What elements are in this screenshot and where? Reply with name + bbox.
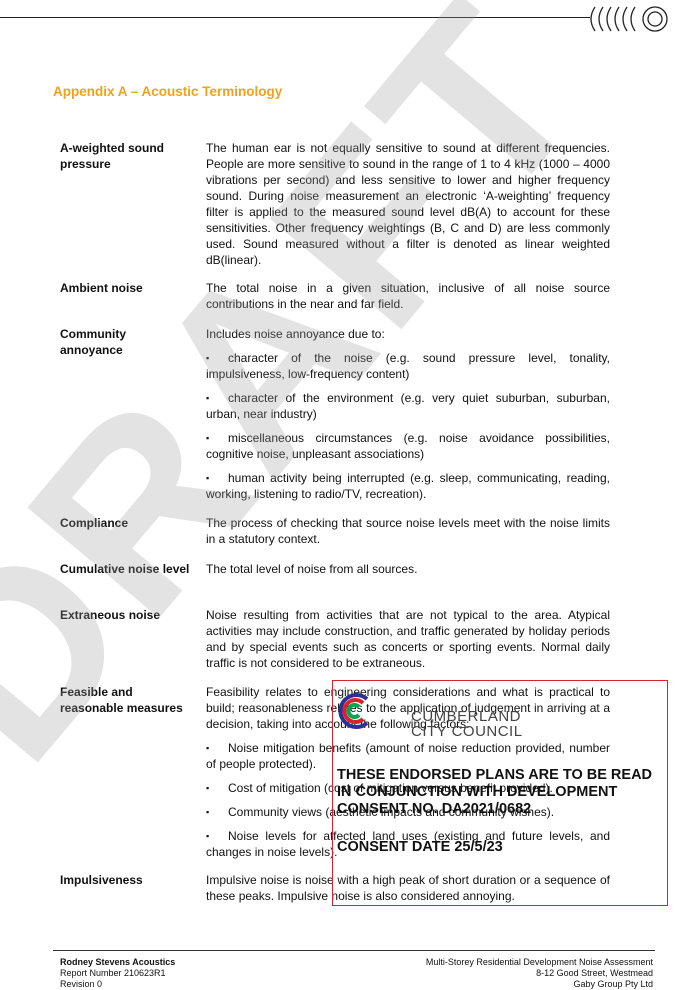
footer-rule <box>53 950 655 951</box>
term-definition: The human ear is not equally sensitive t… <box>206 140 610 276</box>
page-title: Appendix A – Acoustic Terminology <box>53 84 283 99</box>
endorsement-text: THESE ENDORSED PLANS ARE TO BE READ IN C… <box>337 767 653 817</box>
council-name: CUMBERLAND CITY COUNCIL <box>411 709 523 739</box>
bullet-item: Community views (aesthetic impacts and c… <box>206 804 610 820</box>
term-definition: Noise resulting from activities that are… <box>206 607 610 679</box>
term-name: Extraneous noise <box>60 608 161 622</box>
definition-text: The total level of noise from all source… <box>206 562 418 576</box>
bullet-item: Noise levels for affected land uses (exi… <box>206 828 610 860</box>
definition-text: The total noise in a given situation, in… <box>206 281 610 311</box>
definition-text: Includes noise annoyance due to: <box>206 327 385 341</box>
term-definition: Impulsive noise is noise with a high pea… <box>206 872 610 912</box>
term-definition: The total level of noise from all source… <box>206 561 610 585</box>
term-definition: The process of checking that source nois… <box>206 515 610 555</box>
bullet-item: character of the noise (e.g. sound press… <box>206 350 610 382</box>
term-definition: The total noise in a given situation, in… <box>206 280 610 320</box>
bullet-item: miscellaneous circumstances (e.g. noise … <box>206 430 610 462</box>
term-name: Impulsiveness <box>60 873 143 887</box>
council-logo-icon <box>338 693 369 729</box>
definition-text: Impulsive noise is noise with a high pea… <box>206 873 610 903</box>
footer-left: Rodney Stevens Acoustics Report Number 2… <box>60 957 175 990</box>
term-definition: Includes noise annoyance due to: charact… <box>206 326 610 510</box>
definition-text: Feasibility relates to engineering consi… <box>206 685 610 731</box>
bullet-item: Noise mitigation benefits (amount of noi… <box>206 740 610 772</box>
council-stamp: CUMBERLAND CITY COUNCIL THESE ENDORSED P… <box>332 680 668 906</box>
bullet-item: Cost of mitigation (cost of mitigation v… <box>206 780 610 796</box>
footer-report-number: Report Number 210623R1 <box>60 968 166 978</box>
council-name-line: CUMBERLAND <box>411 708 522 725</box>
term-name: Cumulative noise level <box>60 562 190 576</box>
term-name: A-weighted sound pressure <box>60 141 164 171</box>
term-name: Compliance <box>60 516 129 530</box>
footer-company: Rodney Stevens Acoustics <box>60 957 176 967</box>
header-rule <box>0 17 590 18</box>
footer-client: Gaby Group Pty Ltd <box>573 979 653 989</box>
consent-date: CONSENT DATE 25/5/23 <box>337 839 503 855</box>
definition-text: The human ear is not equally sensitive t… <box>206 141 610 267</box>
term-name: Community annoyance <box>60 327 126 357</box>
company-logo-icon <box>590 6 668 32</box>
bullet-item: character of the environment (e.g. very … <box>206 390 610 422</box>
bullet-item: human activity being interrupted (e.g. s… <box>206 470 610 502</box>
footer-right: Multi-Storey Residential Development Noi… <box>426 957 653 990</box>
footer-project: Multi-Storey Residential Development Noi… <box>425 957 653 967</box>
term-name: Ambient noise <box>60 281 143 295</box>
definition-text: The process of checking that source nois… <box>206 516 610 546</box>
term-definition: Feasibility relates to engineering consi… <box>206 684 610 868</box>
council-name-line: CITY COUNCIL <box>411 723 523 740</box>
footer-address: 8-12 Good Street, Westmead <box>536 968 653 978</box>
footer-revision: Revision 0 <box>60 979 103 989</box>
term-name: Feasible and reasonable measures <box>60 685 183 715</box>
definition-text: Noise resulting from activities that are… <box>206 608 610 670</box>
